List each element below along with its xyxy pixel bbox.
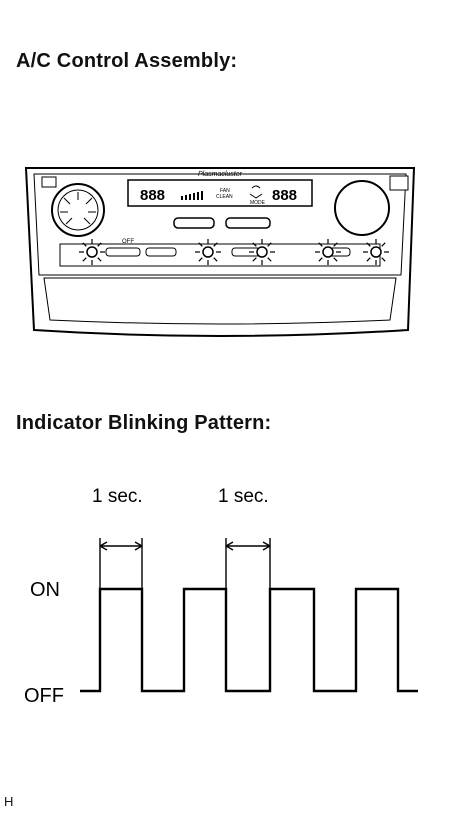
mode-button-right [389,175,409,191]
blink-waveform [80,587,418,693]
blinking-led-3 [249,239,275,265]
airflow-mode-icon [249,185,263,199]
pattern-heading: Indicator Blinking Pattern: [16,412,272,434]
blinking-indicator-leds [79,239,389,265]
temperature-knob-left [51,183,105,237]
blinking-led-2 [195,239,221,265]
auto-button-left [41,176,57,188]
interval-label-2: 1 sec. [218,486,269,507]
recirculation-button [145,247,177,257]
off-button [105,247,141,257]
interval-marker-2 [225,538,271,589]
blinking-led-5 [363,239,389,265]
front-defrost-button [173,217,215,229]
rear-defrost-button [225,217,271,229]
left-knob-indicator-led [60,192,96,225]
figure-footnote: H [4,794,14,809]
fan-speed-bars [181,191,203,200]
panel-inner-edge [33,173,407,276]
left-display-digits: 888 [140,187,165,204]
blinking-led-4 [315,239,341,265]
interval-dimension-markers [99,538,271,589]
ac-control-panel-illustration: Plasmacluster 888 FAN CLEAN MODE 888 OFF [24,167,416,337]
assembly-heading: A/C Control Assembly: [16,50,238,72]
temperature-knob-right [334,180,390,236]
on-level-label: ON [30,579,60,601]
panel-lower-lip [43,277,397,325]
off-level-label: OFF [24,685,64,707]
lcd-display [127,179,313,207]
interval-marker-1 [99,538,143,589]
blinking-pattern-timing-diagram: 1 sec. 1 sec. ON OFF [24,486,418,707]
interval-label-1: 1 sec. [92,486,143,507]
blinking-led-1 [79,239,105,265]
mode-label: MODE [250,200,266,206]
right-display-digits: 888 [272,187,297,204]
off-label: OFF [122,239,134,245]
brand-label: Plasmacluster [198,171,243,178]
fan-label: FAN [220,188,230,194]
clean-label: CLEAN [216,194,233,200]
fan-up-button [231,247,261,257]
